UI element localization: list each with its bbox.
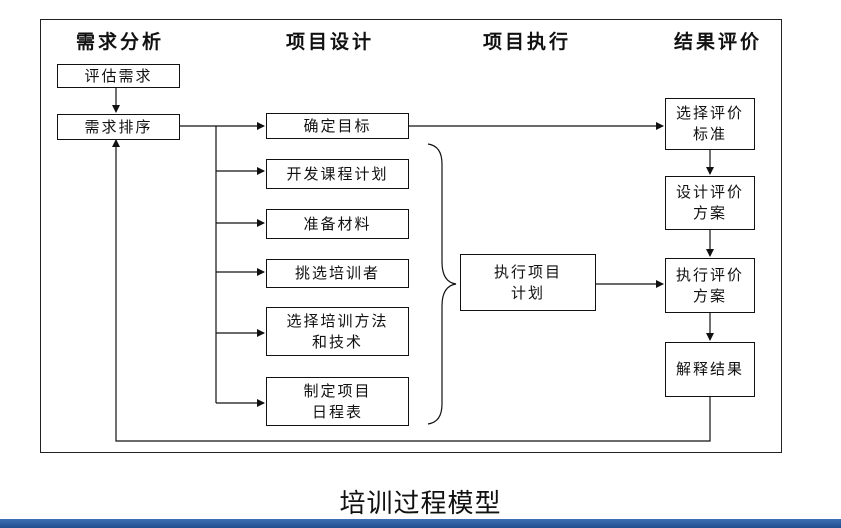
box-select-methods-line2: 和技术: [311, 332, 363, 351]
box-select-methods: 选择培训方法 和技术: [266, 307, 409, 356]
column-title-evaluation: 结果评价: [674, 31, 763, 53]
box-execute-evaluation: 执行评价 方案: [665, 258, 755, 313]
box-make-schedule: 制定项目 日程表: [266, 377, 409, 426]
box-design-evaluation-line1: 设计评价: [675, 183, 744, 201]
box-execute-evaluation-line1: 执行评价: [675, 265, 744, 284]
box-develop-curriculum: 开发课程计划: [266, 159, 409, 189]
box-select-criteria: 选择评价 标准: [665, 98, 755, 150]
box-select-methods-line1: 选择培训方法: [286, 311, 389, 330]
box-select-trainers: 挑选培训者: [266, 259, 409, 288]
column-title-project-execution: 项目执行: [483, 31, 572, 53]
box-assess-needs: 评估需求: [57, 64, 180, 88]
diagram-frame: [40, 19, 782, 453]
box-execute-plan: 执行项目 计划: [460, 254, 596, 311]
diagram-caption: 培训过程模型: [339, 489, 502, 519]
box-execute-evaluation-line2: 方案: [692, 286, 727, 305]
box-design-evaluation: 设计评价 方案: [665, 176, 755, 230]
box-make-schedule-line2: 日程表: [311, 402, 363, 421]
box-interpret-results: 解释结果: [665, 342, 755, 397]
grouping-brace: [427, 143, 457, 425]
box-set-goals: 确定目标: [266, 113, 409, 139]
box-execute-plan-line2: 计划: [510, 283, 545, 302]
box-execute-plan-line1: 执行项目: [493, 262, 562, 281]
box-select-criteria-line1: 选择评价: [675, 104, 744, 122]
feedback-loop-line: [112, 139, 711, 442]
bottom-accent-bar: [0, 519, 841, 528]
box-design-evaluation-line2: 方案: [692, 204, 727, 222]
box-prioritize-needs: 需求排序: [57, 114, 180, 140]
column-title-project-design: 项目设计: [286, 31, 375, 53]
box-prepare-materials: 准备材料: [266, 209, 409, 239]
box-make-schedule-line1: 制定项目: [303, 381, 372, 400]
box-select-criteria-line2: 标准: [692, 125, 727, 143]
column-title-needs-analysis: 需求分析: [76, 31, 165, 53]
